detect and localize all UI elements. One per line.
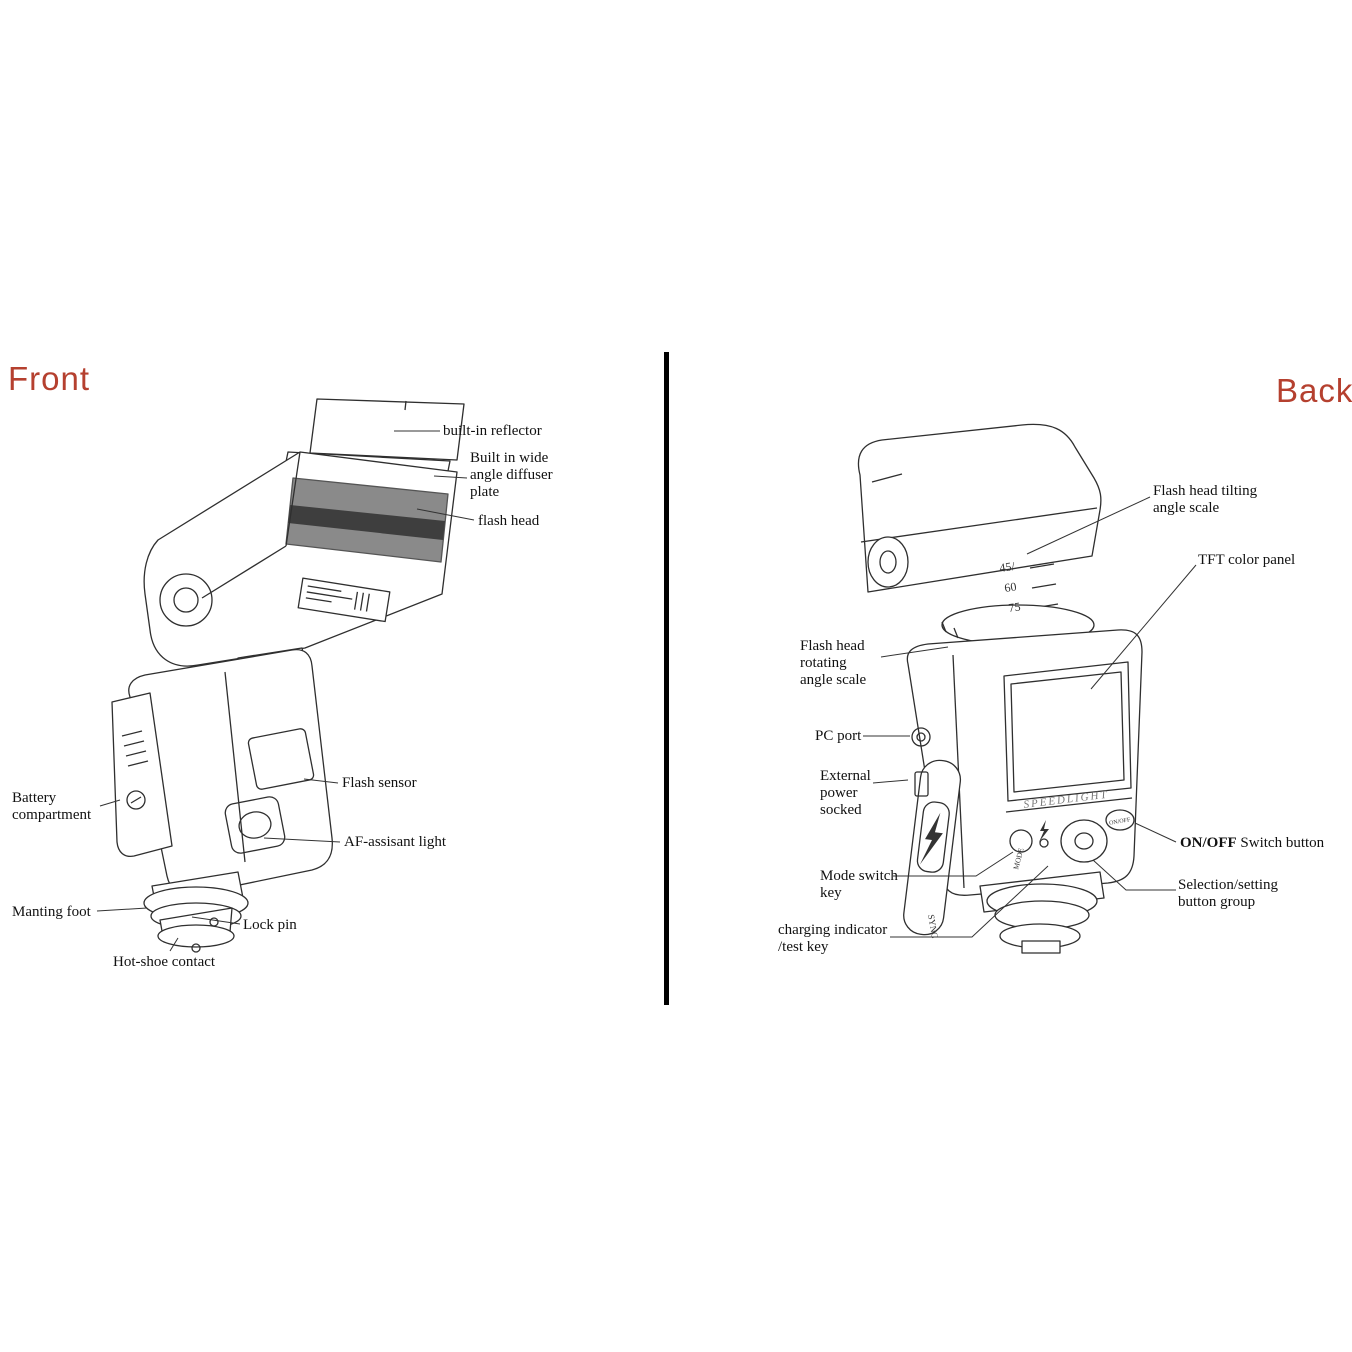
tft-panel-shape xyxy=(1003,661,1132,802)
label-selection-setting: Selection/setting button group xyxy=(1178,877,1278,910)
back-flash-illustration xyxy=(857,423,1143,954)
label-battery-compartment: Battery compartment xyxy=(12,790,92,823)
leader-onoff xyxy=(1134,822,1177,843)
leader-tft-panel xyxy=(1090,564,1197,690)
label-tft-color-panel: TFT color panel xyxy=(1198,552,1296,568)
flash-sensor-window xyxy=(247,728,315,790)
leader-flash-sensor xyxy=(303,778,339,784)
label-af-assistant-light: AF-assisant light xyxy=(344,834,447,850)
back-leader-lines xyxy=(863,496,1197,938)
label-onoff-bold: ON/OFF xyxy=(1180,835,1237,851)
label-pc-port: PC port xyxy=(815,728,862,744)
label-onoff-rest: Switch button xyxy=(1236,835,1325,851)
selection-dial xyxy=(1060,819,1108,863)
leader-tilting-scale xyxy=(1026,496,1151,555)
tilt-scale-75: 75 xyxy=(1007,599,1021,615)
battery-door-shape xyxy=(111,692,173,858)
leader-mounting-foot xyxy=(96,907,148,912)
front-leader-lines xyxy=(96,430,475,952)
back-tilt-hinge xyxy=(867,536,909,588)
label-sticker xyxy=(297,577,391,623)
onoff-button xyxy=(1105,809,1135,831)
reflector-plate-shape xyxy=(309,398,465,461)
charging-indicator-led xyxy=(1039,838,1049,848)
leader-charging-indicator xyxy=(890,865,1049,938)
leader-mode-switch xyxy=(893,851,1014,877)
label-diffuser-plate: Built in wide angle diffuser plate xyxy=(470,450,553,500)
label-external-power: External power socked xyxy=(820,768,871,818)
divider-line xyxy=(664,352,669,1005)
label-built-in-reflector: built-in reflector xyxy=(443,423,542,439)
leader-flash-head xyxy=(416,508,475,521)
leader-diffuser-plate xyxy=(433,475,468,479)
pc-port-shape xyxy=(911,727,931,747)
label-flash-head: flash head xyxy=(478,513,540,529)
hot-shoe-foot xyxy=(157,924,235,948)
front-title: Front xyxy=(8,360,91,397)
leader-external-power xyxy=(872,779,909,784)
af-assist-light-window xyxy=(224,796,286,854)
onoff-button-label: ON/OFF xyxy=(1109,817,1132,827)
leader-rotating-scale xyxy=(880,646,949,658)
front-flash-illustration xyxy=(111,398,465,953)
label-onoff-switch-button: ON/OFF Switch button xyxy=(1180,835,1324,852)
sync-label: SYNC xyxy=(926,914,940,939)
leader-battery xyxy=(99,799,121,807)
tilt-scale-45: 45/ xyxy=(998,559,1016,575)
hot-shoe-contact-pin xyxy=(191,943,201,953)
label-mounting-foot: Manting foot xyxy=(12,904,91,920)
leader-lock-pin xyxy=(191,916,241,925)
leader-hot-shoe xyxy=(169,937,179,952)
label-rotating-angle-scale: Flash head rotating angle scale xyxy=(800,638,867,688)
back-head-shape xyxy=(857,423,1102,593)
back-title: Back xyxy=(1276,372,1352,409)
port-flap xyxy=(903,759,962,936)
label-tilting-angle-scale: Flash head tilting angle scale xyxy=(1153,483,1258,516)
tilt-hinge xyxy=(159,573,213,627)
mode-button xyxy=(1009,829,1033,853)
label-mode-switch-key: Mode switch key xyxy=(820,868,898,901)
label-charging-indicator: charging indicator /test key xyxy=(778,922,888,955)
lock-pin-shape xyxy=(209,917,219,927)
label-lock-pin: Lock pin xyxy=(243,917,297,933)
tilt-scale-60: 60 xyxy=(1003,579,1017,595)
label-flash-sensor: Flash sensor xyxy=(342,775,417,791)
leader-selection-setting xyxy=(1092,859,1176,891)
external-power-socket xyxy=(914,771,929,797)
label-hot-shoe-contact: Hot-shoe contact xyxy=(113,954,216,970)
leader-af-assistant xyxy=(263,837,341,843)
